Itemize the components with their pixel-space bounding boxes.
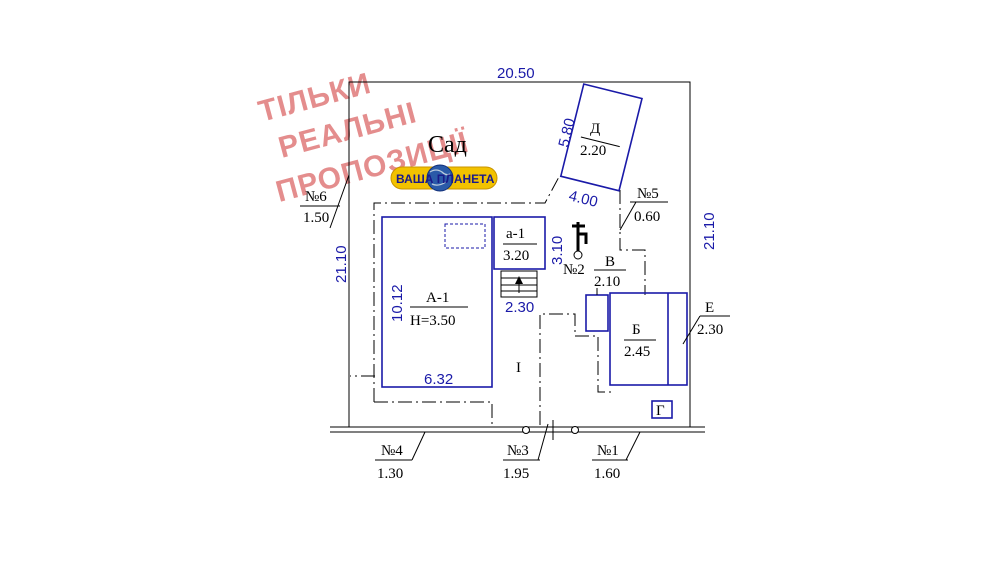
dim-a1-width: 6.32 bbox=[424, 371, 453, 388]
logo: ВАША ПЛАНЕТА bbox=[390, 164, 498, 192]
building-e-name: Е bbox=[705, 300, 714, 316]
inner-boundaries bbox=[350, 174, 646, 425]
dim-a1-height: 10.12 bbox=[389, 284, 406, 322]
building-v bbox=[585, 269, 626, 332]
building-a1-annex bbox=[493, 216, 546, 298]
building-a1-annex-name: а-1 bbox=[506, 226, 525, 242]
building-v-name: В bbox=[605, 254, 615, 270]
fence-4-value: 1.30 bbox=[377, 466, 403, 482]
fence-6-value: 1.50 bbox=[303, 210, 329, 226]
garden-label: Сад bbox=[428, 132, 467, 158]
dim-annex-height: 3.10 bbox=[549, 236, 566, 265]
gate-post-right bbox=[571, 426, 579, 434]
building-b-value: 2.45 bbox=[624, 344, 650, 360]
fence-1-value: 1.60 bbox=[594, 466, 620, 482]
building-e-value: 2.30 bbox=[697, 322, 723, 338]
building-a1-height: Н=3.50 bbox=[410, 313, 456, 329]
building-d-name: Д bbox=[590, 121, 600, 137]
fence-1-name: №1 bbox=[597, 443, 619, 459]
dim-shed-d-bottom: 4.00 bbox=[567, 187, 599, 211]
dim-right: 21.10 bbox=[701, 212, 718, 250]
building-g-name: Г bbox=[656, 403, 665, 419]
building-v-value: 2.10 bbox=[594, 274, 620, 290]
arrow-up-icon bbox=[515, 276, 523, 284]
well bbox=[572, 222, 588, 260]
logo-text: ВАША ПЛАНЕТА bbox=[396, 172, 495, 186]
building-a1-name: А-1 bbox=[426, 290, 449, 306]
well-pump-icon bbox=[572, 222, 588, 260]
fence-3-name: №3 bbox=[507, 443, 529, 459]
gate-post-left bbox=[522, 426, 530, 434]
building-b-name: Б bbox=[632, 322, 641, 338]
dim-porch-width: 2.30 bbox=[505, 299, 534, 316]
fence-5-value: 0.60 bbox=[634, 209, 660, 225]
fence-3-value: 1.95 bbox=[503, 466, 529, 482]
building-a1-annex-value: 3.20 bbox=[503, 248, 529, 264]
yard-label: І bbox=[516, 360, 521, 376]
lot-boundary bbox=[330, 81, 705, 440]
well-label: №2 bbox=[563, 262, 585, 278]
fence-4-name: №4 bbox=[381, 443, 403, 459]
dim-shed-d-side: 5.80 bbox=[555, 117, 579, 149]
building-d-value: 2.20 bbox=[580, 143, 606, 159]
fence-5-name: №5 bbox=[637, 186, 659, 202]
building-a1 bbox=[381, 216, 493, 388]
fence-6-name: №6 bbox=[305, 189, 327, 205]
dim-left: 21.10 bbox=[333, 245, 350, 283]
dim-top: 20.50 bbox=[497, 65, 535, 82]
building-b bbox=[609, 292, 688, 386]
building-g bbox=[651, 400, 673, 419]
building-d bbox=[559, 83, 643, 192]
